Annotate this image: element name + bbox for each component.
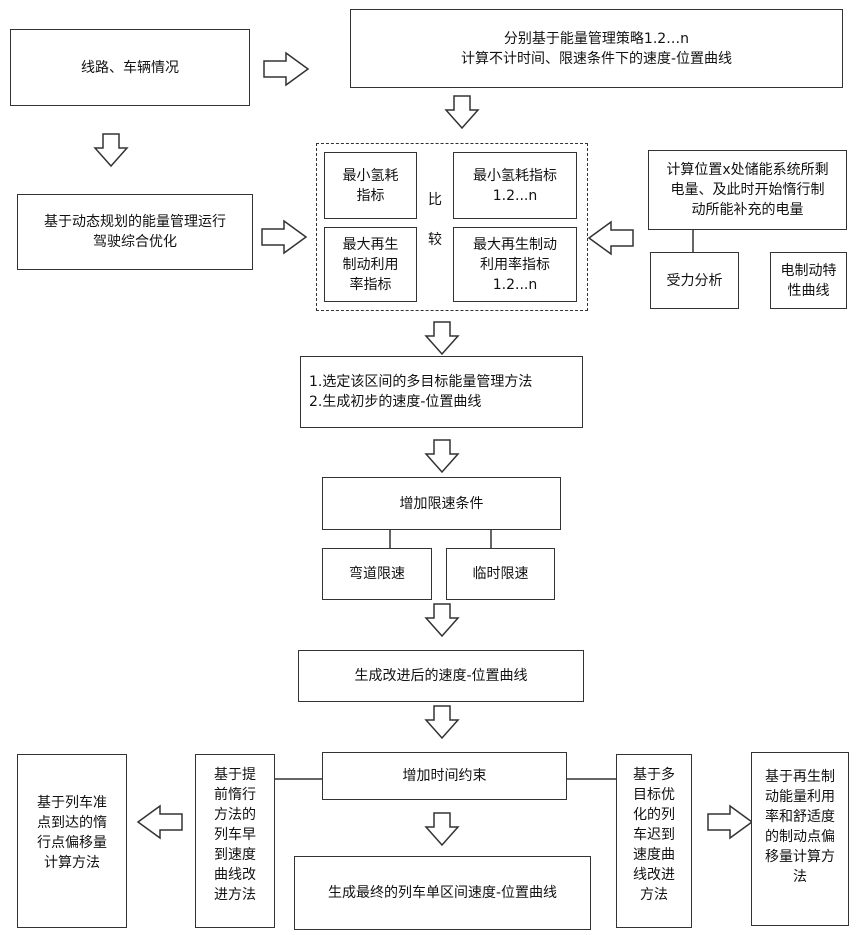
min-h2-n-box: 最小氢耗指标 1.2...n	[453, 152, 577, 219]
min-h2-box: 最小氢耗 指标	[324, 152, 417, 219]
early-method-box: 基于提 前惰行 方法的 列车早 到速度 曲线改 进方法	[195, 754, 275, 928]
add-time-box: 增加时间约束	[322, 752, 567, 800]
curve-limit-label: 弯道限速	[349, 564, 405, 584]
add-speed-limit-box: 增加限速条件	[322, 477, 561, 530]
arrow-improved-to-time	[426, 706, 458, 738]
min-h2-n-label: 最小氢耗指标 1.2...n	[473, 166, 557, 206]
coast-offset-label: 基于列车准 点到达的惰 行点偏移量 计算方法	[37, 793, 107, 873]
temp-limit-label: 临时限速	[473, 564, 529, 584]
brake-curve-label: 电制动特 性曲线	[781, 261, 837, 301]
force-analysis-box: 受力分析	[650, 252, 739, 309]
route-vehicle-label: 线路、车辆情况	[81, 58, 179, 78]
arrow-route-to-calc	[264, 53, 308, 85]
add-time-label: 增加时间约束	[403, 766, 487, 786]
max-regen-n-label: 最大再生制动 利用率指标 1.2...n	[473, 235, 557, 295]
min-h2-label: 最小氢耗 指标	[343, 166, 399, 206]
add-speed-limit-label: 增加限速条件	[400, 494, 484, 514]
arrow-early-to-coast	[138, 806, 182, 838]
select-method-label: 1.选定该区间的多目标能量管理方法 2.生成初步的速度-位置曲线	[309, 372, 532, 412]
arrow-limit-to-improved	[426, 604, 458, 636]
max-regen-box: 最大再生 制动利用 率指标	[324, 227, 417, 302]
storage-calc-label: 计算位置x处储能系统所剩 电量、及此时开始惰行制 动所能补充的电量	[666, 160, 828, 220]
late-method-box: 基于多 目标优 化的列 车迟到 速度曲 线改进 方法	[616, 754, 692, 928]
brake-offset-label: 基于再生制 动能量利用 率和舒适度 的制动点偏 移量计算方 法	[765, 767, 835, 887]
brake-offset-box: 基于再生制 动能量利用 率和舒适度 的制动点偏 移量计算方 法	[751, 752, 849, 926]
curve-limit-box: 弯道限速	[322, 548, 432, 600]
calc-curves-label: 分别基于能量管理策略1.2…n 计算不计时间、限速条件下的速度-位置曲线	[461, 29, 732, 69]
max-regen-n-box: 最大再生制动 利用率指标 1.2...n	[453, 227, 577, 302]
final-curve-label: 生成最终的列车单区间速度-位置曲线	[328, 883, 557, 903]
arrow-storage-to-compare	[589, 222, 633, 254]
late-method-label: 基于多 目标优 化的列 车迟到 速度曲 线改进 方法	[633, 765, 675, 905]
max-regen-label: 最大再生 制动利用 率指标	[343, 235, 399, 295]
select-method-box: 1.选定该区间的多目标能量管理方法 2.生成初步的速度-位置曲线	[300, 356, 583, 428]
temp-limit-box: 临时限速	[446, 548, 555, 600]
arrow-dp-to-compare	[262, 221, 306, 253]
arrow-calc-to-compare	[446, 96, 478, 128]
improved-curve-box: 生成改进后的速度-位置曲线	[298, 650, 584, 702]
dp-optimization-box: 基于动态规划的能量管理运行 驾驶综合优化	[17, 194, 253, 270]
arrow-select-to-limit	[426, 440, 458, 472]
compare-label: 比 较	[423, 190, 447, 250]
arrow-time-to-final	[426, 813, 458, 845]
brake-curve-box: 电制动特 性曲线	[770, 252, 847, 309]
storage-calc-box: 计算位置x处储能系统所剩 电量、及此时开始惰行制 动所能补充的电量	[648, 150, 847, 230]
arrow-late-to-brake	[708, 806, 752, 838]
route-vehicle-box: 线路、车辆情况	[10, 29, 250, 106]
dp-optimization-label: 基于动态规划的能量管理运行 驾驶综合优化	[44, 212, 226, 252]
final-curve-box: 生成最终的列车单区间速度-位置曲线	[294, 856, 591, 930]
calc-curves-box: 分别基于能量管理策略1.2…n 计算不计时间、限速条件下的速度-位置曲线	[350, 9, 843, 88]
coast-offset-box: 基于列车准 点到达的惰 行点偏移量 计算方法	[17, 754, 127, 928]
arrow-route-to-dp	[95, 134, 127, 166]
force-analysis-label: 受力分析	[667, 271, 723, 291]
improved-curve-label: 生成改进后的速度-位置曲线	[354, 666, 527, 686]
arrow-compare-to-select	[426, 322, 458, 354]
early-method-label: 基于提 前惰行 方法的 列车早 到速度 曲线改 进方法	[214, 765, 256, 905]
